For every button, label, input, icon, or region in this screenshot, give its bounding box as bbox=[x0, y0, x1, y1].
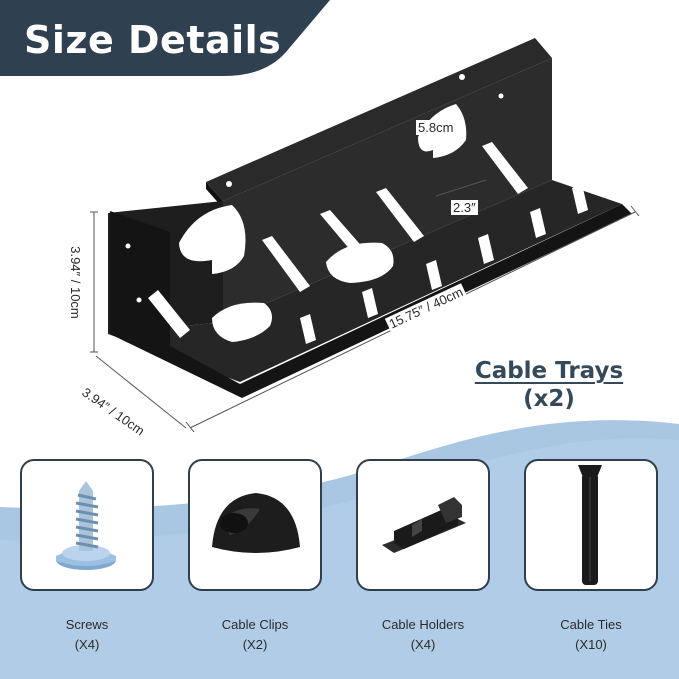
slot-dimension: 2.3″ bbox=[451, 200, 478, 215]
accessory-card-cable-clips bbox=[188, 459, 322, 591]
accessory-quantity: (X4) bbox=[74, 637, 100, 652]
height-dimension: 3.94″ / 10cm bbox=[67, 244, 83, 321]
product-name-block: Cable Trays (x2) bbox=[468, 358, 630, 412]
accessory-name: Screws bbox=[65, 617, 109, 632]
accessory-quantity: (X2) bbox=[242, 637, 268, 652]
accessory-label-cable-holders: Cable Holders (X4) bbox=[356, 615, 490, 655]
bottom-wave-dark bbox=[0, 438, 679, 679]
page-title: Size Details bbox=[24, 18, 282, 62]
accessory-card-cable-ties bbox=[524, 459, 658, 591]
accessory-quantity: (X4) bbox=[410, 637, 436, 652]
product-name: Cable Trays bbox=[474, 358, 624, 384]
accessory-label-cable-clips: Cable Clips (X2) bbox=[188, 615, 322, 655]
accessory-quantity: (X10) bbox=[575, 637, 607, 652]
accessory-name: Cable Holders bbox=[381, 617, 465, 632]
product-quantity: (x2) bbox=[523, 386, 575, 412]
accessory-name: Cable Ties bbox=[560, 617, 622, 632]
screw-icon bbox=[56, 481, 116, 570]
accessory-label-cable-ties: Cable Ties (X10) bbox=[524, 615, 658, 655]
cable-tie-icon bbox=[578, 465, 602, 585]
accessory-name: Cable Clips bbox=[221, 617, 289, 632]
cable-clip-icon bbox=[212, 493, 300, 553]
title-banner-shape bbox=[0, 0, 330, 76]
cable-holder-icon bbox=[382, 497, 466, 553]
accessory-label-screws: Screws (X4) bbox=[20, 615, 154, 655]
opening-dimension: 5.8cm bbox=[416, 120, 456, 135]
accessory-card-cable-holders bbox=[356, 459, 490, 591]
cable-tray-illustration bbox=[108, 38, 632, 398]
accessory-card-screws bbox=[20, 459, 154, 591]
tray-top-flange bbox=[206, 38, 552, 201]
